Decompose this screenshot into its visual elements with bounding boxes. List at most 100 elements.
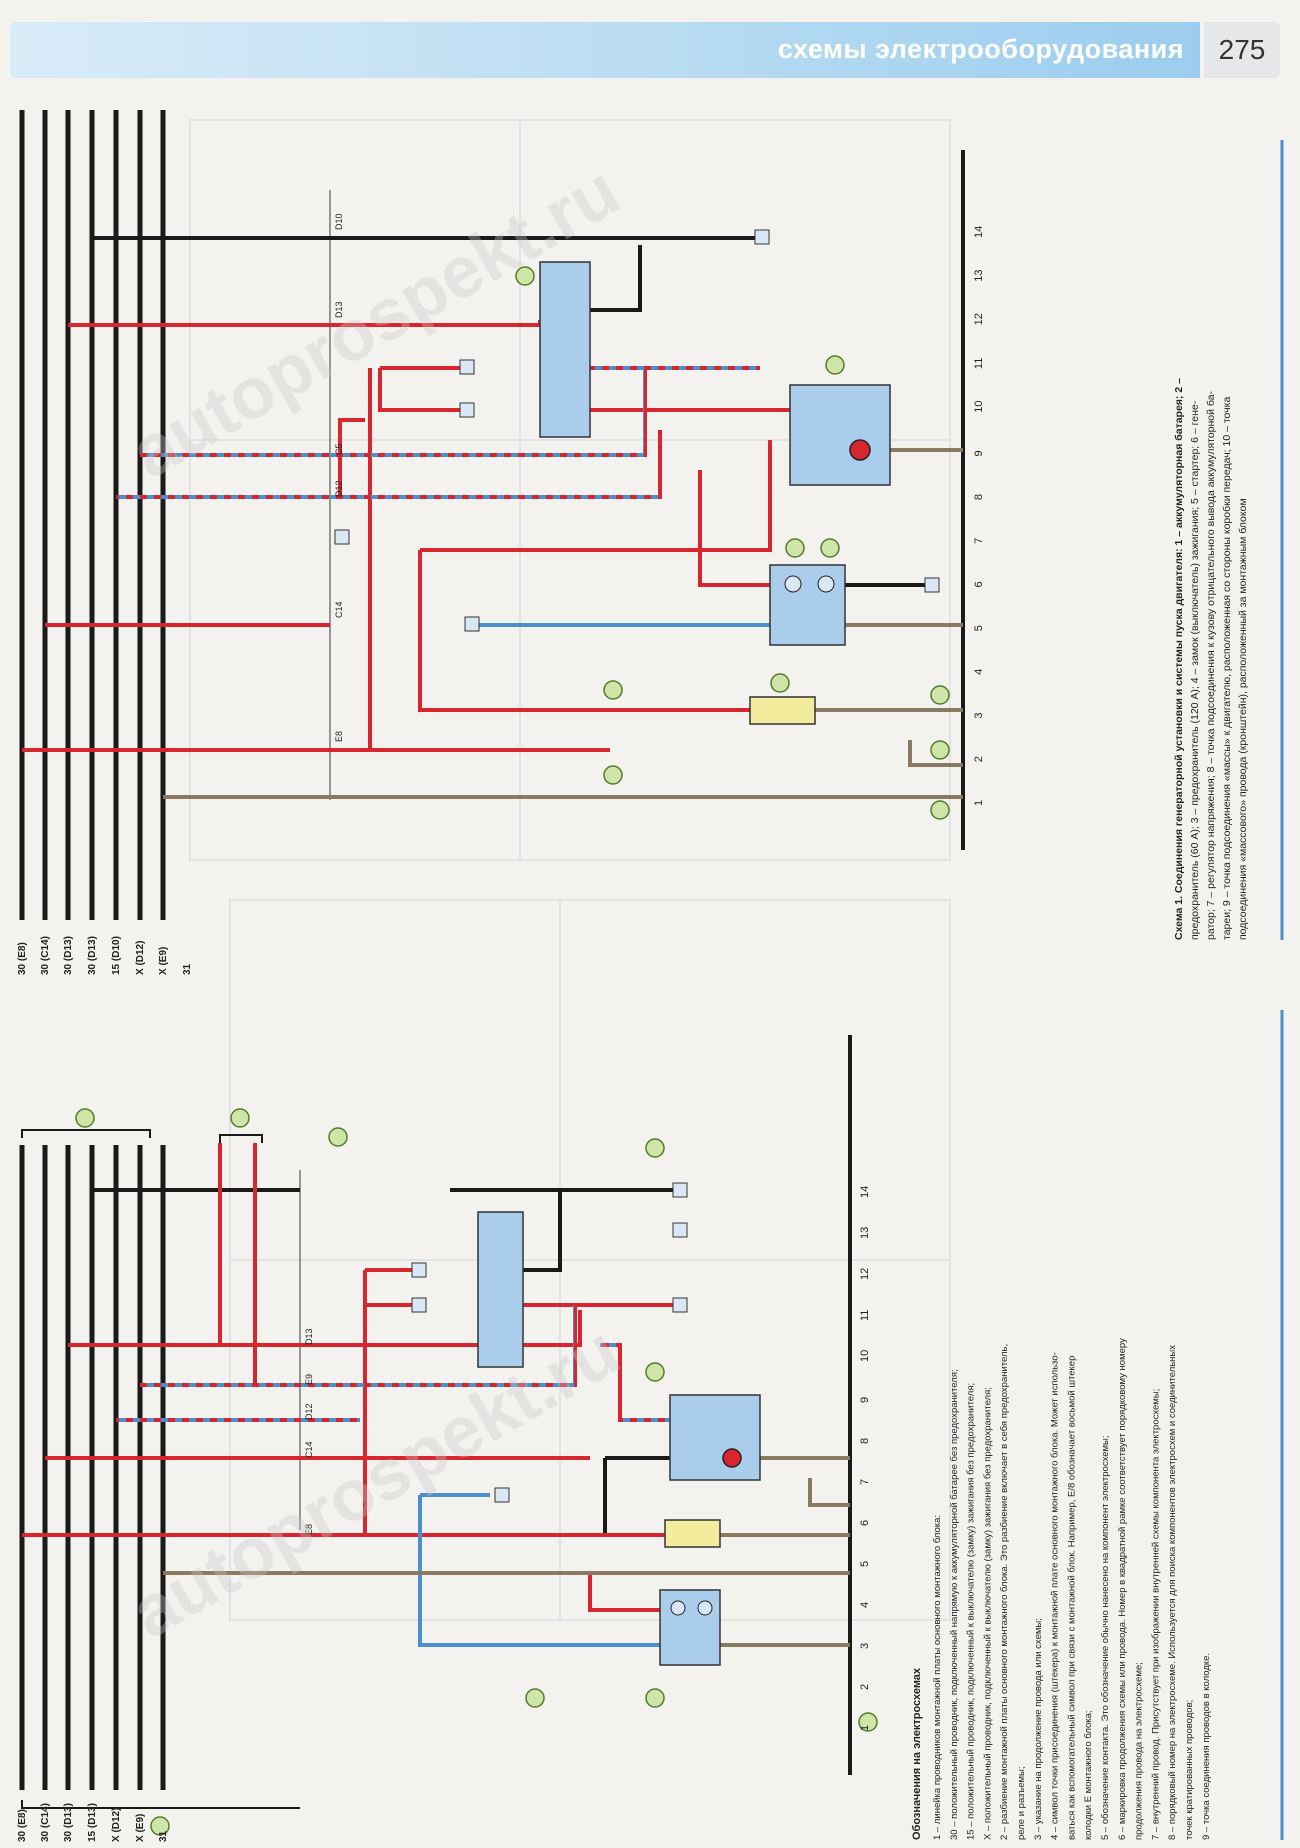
bottom-bus-tap-label: Е9 <box>304 1374 314 1385</box>
top-bus-label: 31 <box>182 963 193 975</box>
top-row-number: 5 <box>973 625 985 631</box>
bottom-callouts <box>75 1108 878 1836</box>
starter-symbol-2a <box>670 1600 686 1616</box>
top-row-number: 1 <box>973 800 985 806</box>
ignition-switch-box <box>539 261 591 438</box>
top-bus-tap-label: D13 <box>334 301 344 318</box>
bottom-connectors <box>411 1182 688 1503</box>
top-row-number: 4 <box>973 669 985 675</box>
legend-line: 7 – внутренний провод. Присутствует при … <box>1150 1389 1161 1840</box>
starter-symbol-2 <box>817 575 835 593</box>
top-row-number: 6 <box>973 581 985 587</box>
top-wires <box>22 236 963 799</box>
top-bus-label: 30 (D13) <box>87 936 98 975</box>
top-bus-label: 30 (D13) <box>63 936 74 975</box>
starter-box <box>769 564 846 646</box>
legend-line: точек кратированных проводов; <box>1184 1700 1195 1840</box>
generator-box-2 <box>669 1394 761 1481</box>
legend-line: X – положительный проводник, подключенны… <box>982 1387 993 1840</box>
top-bus-tap-label: С14 <box>334 601 344 618</box>
bottom-bus-labels: 30 (Е8)30 (С14)30 (D13)15 (D13)X (D12)X … <box>17 1803 169 1842</box>
generator-box <box>789 384 891 486</box>
bottom-row-number: 11 <box>859 1310 871 1321</box>
legend-line: 3 – указание на продолжение провода или … <box>1033 1618 1044 1840</box>
bottom-bus-tap-label: D12 <box>304 1403 314 1420</box>
top-bus-labels: 30 (Е8) 30 (С14) 30 (D13) 30 (D13) 15 (D10) X… <box>17 936 193 975</box>
bottom-row-number: 14 <box>859 1186 871 1198</box>
page-header: схемы электрооборудования 275 <box>10 22 1280 78</box>
bottom-row-number: 13 <box>859 1227 871 1239</box>
caption-line: ратор; 7 – регулятор напряжения; 8 – точ… <box>1205 390 1217 940</box>
top-row-number: 2 <box>973 756 985 762</box>
bottom-row-number: 6 <box>859 1520 871 1526</box>
caption-line: подсоединения «массового» провода (кронш… <box>1237 498 1249 940</box>
bus-brace-3 <box>21 1800 300 1809</box>
top-row-number: 14 <box>973 226 985 238</box>
bottom-bus-tap-label: D13 <box>304 1328 314 1345</box>
bottom-wires <box>22 1143 850 1647</box>
watermark-2: autoprospekt.ru <box>118 1311 633 1654</box>
bottom-bus-tap-label: С14 <box>304 1441 314 1458</box>
bottom-row-number: 2 <box>859 1684 871 1690</box>
bottom-row-number: 3 <box>859 1643 871 1649</box>
legend-line: ваться как вспомогательный символ при св… <box>1066 1356 1077 1840</box>
header-bar <box>10 22 1200 78</box>
bottom-row-number: 10 <box>859 1350 871 1362</box>
bottom-bus-label: X (D12) <box>111 1808 122 1842</box>
section-title: схемы электрооборудования <box>777 34 1184 64</box>
legend-line: колодки Е монтажного блока; <box>1083 1710 1094 1840</box>
top-bus-lines <box>19 110 166 920</box>
bottom-row-number: 4 <box>859 1602 871 1608</box>
top-bus-label: X (Е9) <box>158 947 169 975</box>
bottom-bus-tap-label: Е8 <box>304 1524 314 1535</box>
starter-box-2 <box>659 1589 721 1666</box>
caption-line: тареи; 9 – точка подсоединения «массы» к… <box>1221 397 1233 940</box>
top-callouts <box>515 266 950 820</box>
bottom-bus-label: 30 (С14) <box>40 1803 51 1842</box>
bottom-row-number: 9 <box>859 1397 871 1403</box>
legend-line: 5 – обозначение контакта. Это обозначени… <box>1100 1435 1111 1840</box>
bottom-row-number: 7 <box>859 1479 871 1485</box>
top-row-number: 12 <box>973 313 985 325</box>
bottom-bus-label: 15 (D13) <box>87 1803 98 1842</box>
legend-line: 9 – точка соединения проводов в колодке. <box>1201 1653 1212 1840</box>
top-bus-label: 15 (D10) <box>111 936 122 975</box>
top-bus-tap-label: С5 <box>334 443 344 455</box>
starter-symbol-1 <box>784 575 802 593</box>
top-row-number: 10 <box>973 401 985 413</box>
fuse-block <box>749 696 816 725</box>
top-bus-label: 30 (Е8) <box>17 942 28 975</box>
fuse-block-2 <box>664 1519 721 1548</box>
generator-symbol-2 <box>722 1448 742 1468</box>
starter-symbol-2b <box>697 1600 713 1616</box>
legend-line: 30 – положительный проводник, подключенн… <box>949 1369 960 1840</box>
caption-line: Схема 1. Соединения генераторной установ… <box>1173 378 1185 940</box>
top-row-number: 3 <box>973 712 985 718</box>
ignition-switch-box-2 <box>477 1211 524 1368</box>
legend-heading: Обозначения на электросхемах <box>911 1667 923 1840</box>
top-bus-tap-label: D12 <box>334 480 344 497</box>
legend-line: 15 – положительный проводник, подключенн… <box>966 1383 977 1840</box>
generator-symbol <box>849 439 871 461</box>
legend-line: 6 – маркировка продолжения схемы или про… <box>1117 1338 1128 1840</box>
bottom-row-number: 8 <box>859 1438 871 1444</box>
bus-brace-1 <box>21 1129 151 1138</box>
caption-top: Схема 1. Соединения генераторной установ… <box>1173 378 1249 940</box>
legend-line: реле и разъемы; <box>1016 1767 1027 1841</box>
bottom-bus-label: 30 (D13) <box>63 1803 74 1842</box>
top-bus-label: 30 (С14) <box>40 936 51 975</box>
top-bus-tap-label: Е8 <box>334 731 344 742</box>
legend-line: 4 – символ точки присоединения (штекера)… <box>1050 1352 1061 1840</box>
bottom-bus-label: 31 <box>158 1830 169 1842</box>
bottom-bus-lines <box>19 1145 166 1790</box>
top-connectors <box>334 229 940 632</box>
bottom-bus-label: 30 (Е8) <box>17 1809 28 1842</box>
